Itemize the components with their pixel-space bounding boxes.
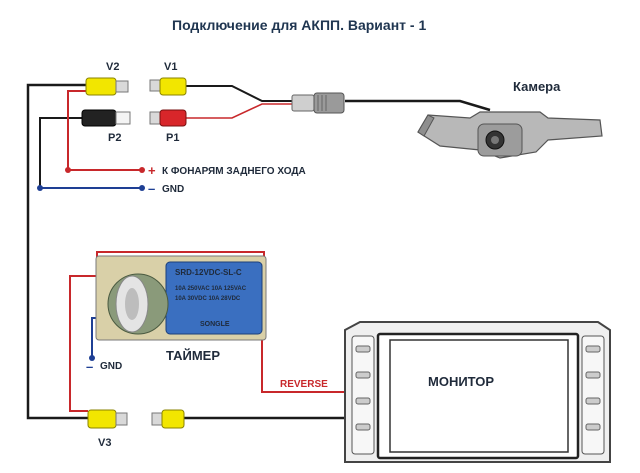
label-monitor: МОНИТОР: [428, 374, 494, 389]
black-wire-main: [26, 83, 88, 420]
minus-sign-top: –: [148, 181, 155, 196]
red-wire-p1-to-camera: [184, 103, 292, 119]
label-v3: V3: [98, 437, 111, 449]
label-timer: ТАЙМЕР: [166, 348, 220, 363]
red-wire-relay-left: [69, 275, 100, 412]
black-wire-v1-to-camera: [185, 85, 292, 102]
terminal-dot-gnd-top: [139, 185, 145, 191]
red-wire-reverse-lights: [67, 90, 142, 171]
camera-cable: [345, 99, 491, 112]
rca-v2-yellow: [85, 77, 129, 96]
terminal-dot-gnd-bottom: [89, 355, 95, 361]
plus-sign: +: [148, 163, 156, 178]
rca-v1-yellow: [149, 77, 187, 96]
label-v2: V2: [106, 61, 119, 73]
terminal-dot-reverse-lights: [139, 167, 145, 173]
camera-icon: [417, 111, 603, 159]
relay-rating-2: 10A 30VDC 10A 28VDC: [175, 296, 241, 302]
label-p1: P1: [166, 132, 179, 144]
relay-timer-module: SRD-12VDC-SL-C 10A 250VAC 10A 125VAC 10A…: [95, 255, 267, 341]
red-wire-reverse: [261, 338, 345, 393]
rca-p2-black: [81, 109, 131, 127]
label-reverse: REVERSE: [280, 379, 328, 390]
junction-dot-gnd: [37, 185, 43, 191]
label-gnd-bottom: GND: [100, 361, 122, 372]
wiring: [26, 83, 491, 420]
label-gnd-top: GND: [162, 184, 184, 195]
label-reverse-lights: К ФОНАРЯМ ЗАДНЕГО ХОДА: [162, 166, 306, 177]
label-v1: V1: [164, 61, 177, 73]
relay-model-text: SRD-12VDC-SL-C: [175, 268, 242, 277]
cable-splice-connector: [291, 92, 345, 114]
label-camera: Камера: [513, 79, 561, 94]
monitor-icon: [344, 321, 611, 463]
diagram-title: Подключение для АКПП. Вариант - 1: [172, 17, 426, 33]
junction-dot-reverse: [65, 167, 71, 173]
rca-p1-red: [149, 109, 187, 127]
relay-maker: SONGLE: [200, 321, 230, 328]
relay-rating-1: 10A 250VAC 10A 125VAC: [175, 286, 247, 292]
label-p2: P2: [108, 132, 121, 144]
rca-v3-yellow-right: [151, 409, 185, 429]
rca-v3-yellow-left: [87, 409, 128, 429]
black-wire-p2: [39, 117, 82, 188]
minus-sign-bottom: –: [86, 359, 93, 374]
